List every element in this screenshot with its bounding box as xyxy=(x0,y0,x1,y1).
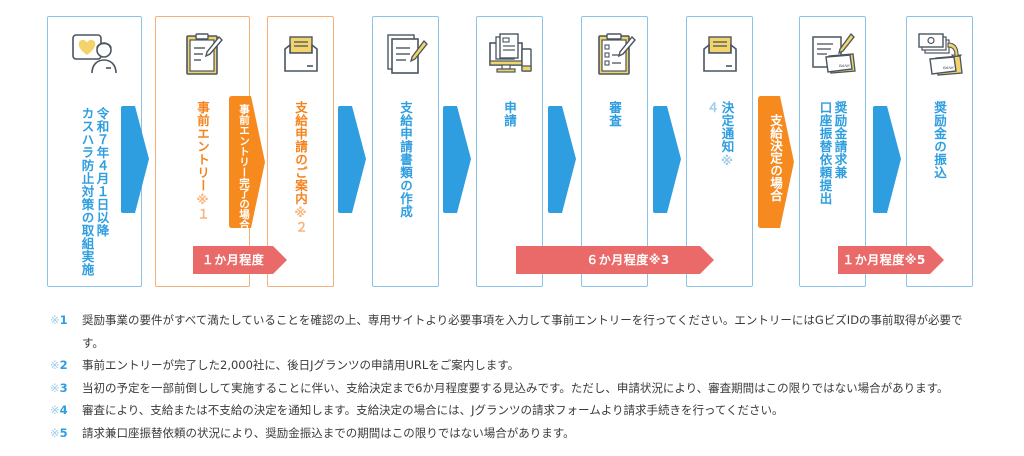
step-label: 申請 xyxy=(502,101,517,127)
period-label: ６か月程度※3 xyxy=(586,253,670,267)
footnote-marker: ※1 xyxy=(50,313,68,327)
condition-label: 支給決定の場合 xyxy=(768,114,783,202)
footnote-marker: ※5 xyxy=(50,425,68,440)
step-card-3: 支給申請のご案内※２ xyxy=(267,16,334,287)
footnote-5: ※5 請求兼口座振替依頼の状況により、奨励金振込までの期間はこの限りではない場合… xyxy=(50,422,980,445)
footnote-2: ※2 事前エントリーが完了した2,000社に、後日Jグランツの申請用URLをご案… xyxy=(50,354,980,377)
computer-devices-icon xyxy=(488,33,532,73)
footnote-text: 奨励事業の要件がすべて満たしていることを確認の上、専用サイトより必要事項を入力し… xyxy=(82,313,963,350)
period-bar-3: １か月程度※5 xyxy=(838,246,944,274)
step-card-4: 支給申請書類の作成 xyxy=(372,16,439,287)
period-bar-2: ６か月程度※3 xyxy=(516,246,714,274)
envelope-letter-icon xyxy=(702,36,737,72)
note-ref: ※２ xyxy=(293,205,308,234)
step-card-9: BANK 奨励金の振込 xyxy=(906,16,973,287)
documents-pen-icon xyxy=(386,34,428,74)
period-bar-1: １か月程度 xyxy=(193,246,287,274)
step-label: 奨励金の振込 xyxy=(932,101,947,179)
step-label: 決定通知※ ４ xyxy=(704,101,735,169)
svg-text:BANK: BANK xyxy=(943,65,954,70)
footnote-marker: ※2 xyxy=(50,358,68,372)
condition-arrow-entry-complete: 事前エントリー完了の場合 xyxy=(229,96,265,230)
money-transfer-bank-icon: BANK xyxy=(917,33,963,76)
heart-support-person-icon xyxy=(71,34,117,74)
footnote-text: 審査により、支給または不支給の決定を通知します。支給決定の場合には、Jグランツの… xyxy=(82,403,784,417)
flow-arrow xyxy=(873,106,901,213)
footnote-text: 当初の予定を一部前倒しして実施することに伴い、支給決定まで6か月程度要する見込み… xyxy=(82,380,949,395)
process-flow: 令和７年４月１日以降 カスハラ防止対策の取組実施 事前エントリー※１ 事前エント… xyxy=(47,16,973,287)
envelope-letter-icon xyxy=(283,36,318,72)
flow-arrow xyxy=(338,106,366,213)
footnote-text: 請求兼口座振替依頼の状況により、奨励金振込までの期間はこの限りではない場合があり… xyxy=(82,425,575,440)
step-label: 令和７年４月１日以降 カスハラ防止対策の取組実施 xyxy=(79,107,110,276)
step-card-5: 申請 xyxy=(476,16,543,287)
flow-arrow xyxy=(653,106,681,213)
footnote-3: ※3 当初の予定を一部前倒しして実施することに伴い、支給決定まで6か月程度要する… xyxy=(50,377,980,400)
flow-arrow xyxy=(443,106,471,213)
period-label: １か月程度※5 xyxy=(842,253,926,267)
footnote-4: ※4 審査により、支給または不支給の決定を通知します。支給決定の場合には、Jグラ… xyxy=(50,399,980,422)
condition-label: 事前エントリー完了の場合 xyxy=(238,104,250,230)
step-label: 支給申請のご案内※２ xyxy=(293,101,308,234)
flow-arrow xyxy=(548,106,576,213)
footnote-1: ※1 奨励事業の要件がすべて満たしていることを確認の上、専用サイトより必要事項を… xyxy=(50,309,980,354)
period-label: １か月程度 xyxy=(201,253,265,267)
step-card-8: BANK 奨励金請求兼 口座振替依頼提出 xyxy=(799,16,866,287)
footnote-text: 事前エントリーが完了した2,000社に、後日Jグランツの申請用URLをご案内しま… xyxy=(82,358,520,372)
step-label: 事前エントリー※１ xyxy=(195,101,210,221)
step-label: 支給申請書類の作成 xyxy=(398,101,413,218)
note-ref: ※１ xyxy=(195,192,210,221)
step-card-6: 審査 xyxy=(581,16,648,287)
step-label: 審査 xyxy=(607,101,622,127)
bank-form-pen-icon: BANK xyxy=(811,33,856,74)
note-ref: ※ ４ xyxy=(704,101,735,169)
step-card-2: 事前エントリー※１ xyxy=(155,16,250,287)
flow-arrow xyxy=(121,106,149,213)
condition-arrow-grant-decided: 支給決定の場合 xyxy=(758,96,794,228)
checklist-clipboard-icon xyxy=(597,33,636,75)
footnote-marker: ※3 xyxy=(50,380,68,395)
clipboard-pen-icon xyxy=(185,33,223,75)
step-label: 奨励金請求兼 口座振替依頼提出 xyxy=(817,101,848,205)
step-card-7: 決定通知※ ４ xyxy=(686,16,753,287)
footnotes: ※1 奨励事業の要件がすべて満たしていることを確認の上、専用サイトより必要事項を… xyxy=(50,309,980,444)
footnote-marker: ※4 xyxy=(50,403,68,417)
svg-text:BANK: BANK xyxy=(839,63,850,68)
